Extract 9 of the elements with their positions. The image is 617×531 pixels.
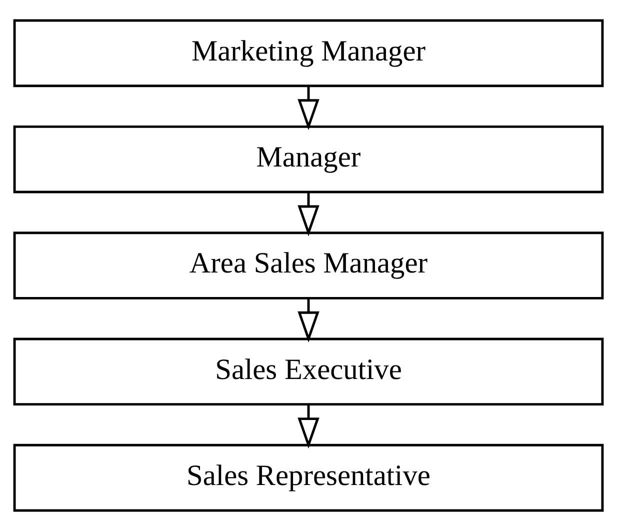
node-box: Marketing Manager: [13, 19, 604, 88]
node-box: Sales Representative: [13, 444, 604, 512]
node-box: Sales Executive: [13, 338, 604, 406]
node-box: Area Sales Manager: [13, 232, 604, 300]
arrow: [298, 404, 320, 449]
arrow: [298, 192, 320, 236]
node-box: Manager: [13, 125, 604, 194]
arrow: [298, 298, 320, 342]
arrow: [298, 86, 320, 130]
